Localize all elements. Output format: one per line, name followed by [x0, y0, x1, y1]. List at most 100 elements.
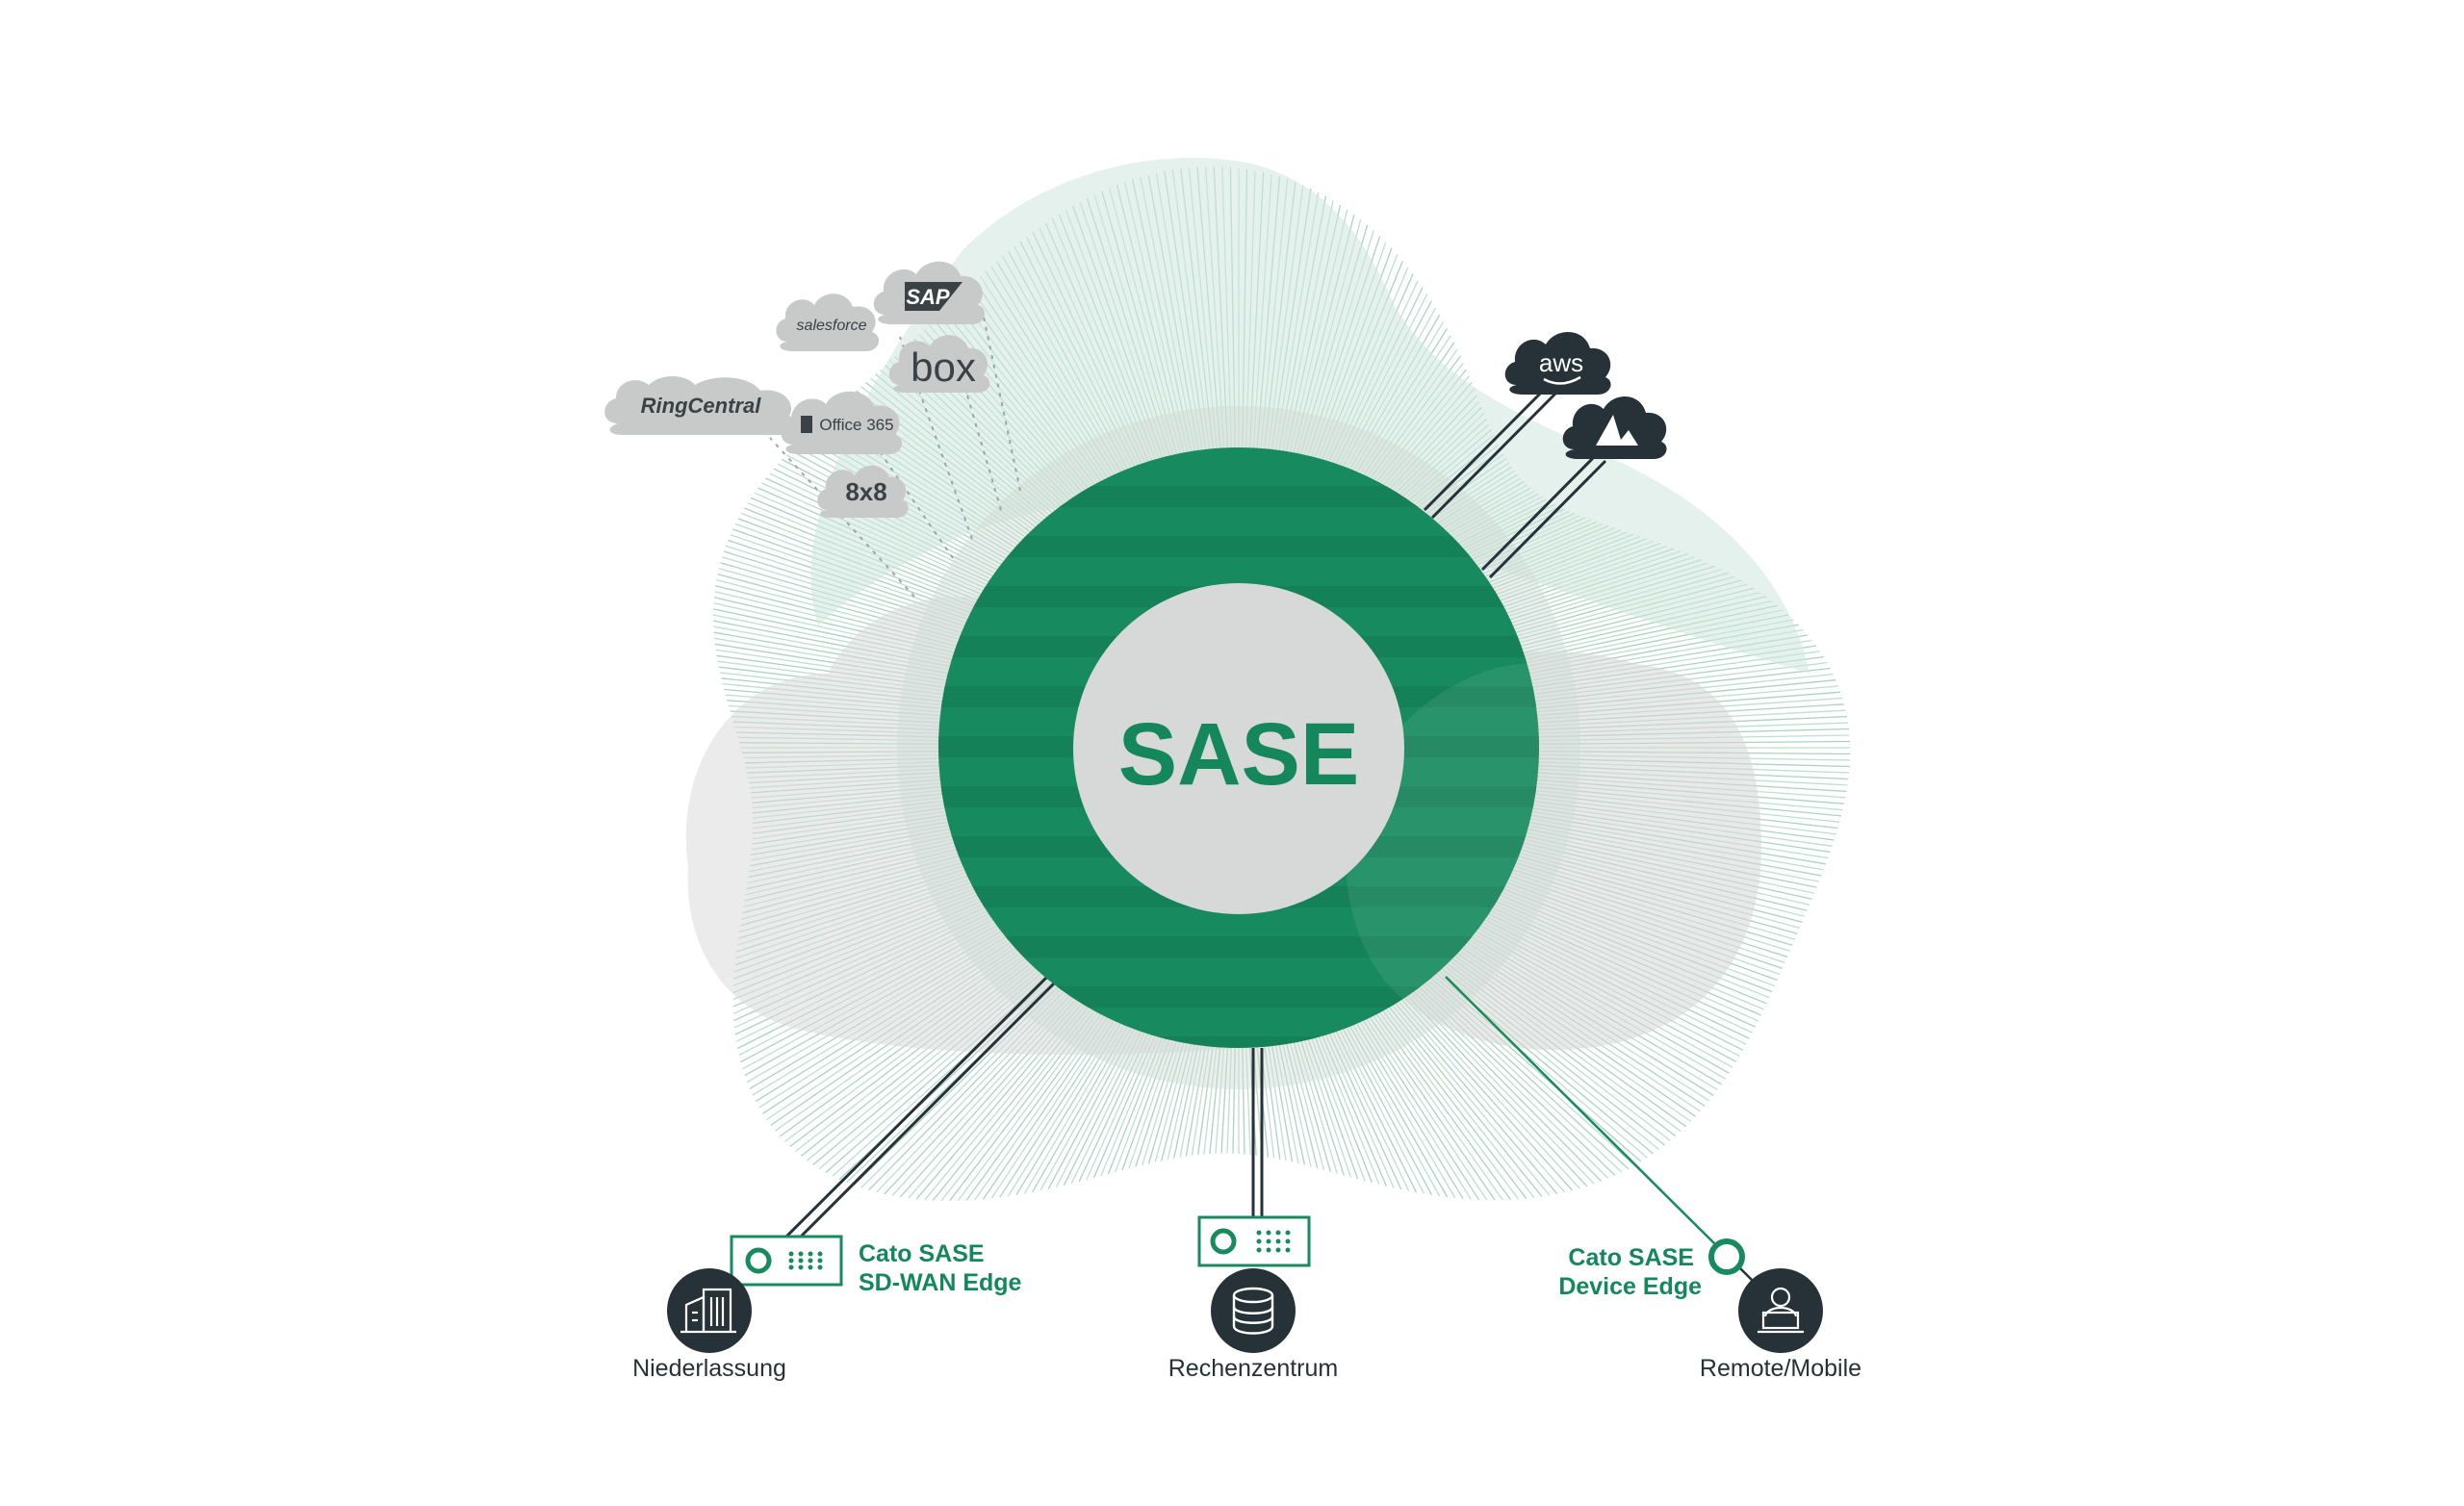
device-edge-label-line2: Device Edge [1558, 1273, 1702, 1300]
line-to-azure-b [1488, 459, 1607, 579]
burst-line [1220, 1035, 1229, 1154]
line-to-aws [1423, 380, 1553, 512]
burst-line [1245, 1035, 1251, 1155]
azure-icon [1596, 415, 1638, 446]
burst-line [1179, 1034, 1205, 1158]
burst-line [1296, 1030, 1345, 1176]
burst-line [1378, 999, 1535, 1199]
burst-line [1344, 1015, 1449, 1198]
sap-cloud: SAP [873, 261, 986, 324]
burst-line [1276, 1034, 1306, 1165]
burst-line [1232, 1035, 1237, 1154]
line-to-azure [1480, 451, 1600, 572]
burst-line [1337, 1018, 1433, 1196]
burst-line [1197, 1034, 1216, 1155]
burst-line [1323, 1023, 1402, 1190]
burst-line [1330, 1020, 1418, 1193]
burst-line [1384, 996, 1551, 1196]
remote-node [1738, 1268, 1823, 1353]
datacenter-node [1211, 1268, 1296, 1353]
burst-line [1340, 1017, 1441, 1197]
sdwan-edge-device [730, 1235, 843, 1287]
burst-line [1327, 1022, 1410, 1191]
burst-line [1147, 1031, 1188, 1164]
burst-line [1303, 1028, 1359, 1180]
burst-line [1161, 1033, 1194, 1161]
burst-line [1310, 1027, 1373, 1184]
burst-line [1154, 1032, 1192, 1162]
sase-core-circle [1073, 583, 1404, 914]
building-icon [680, 1288, 736, 1334]
burst-line [1203, 1035, 1219, 1155]
azure-cloud [1562, 396, 1667, 459]
burst-line [1396, 988, 1580, 1189]
burst-line [1372, 1003, 1520, 1200]
device-edge-label: Cato SASE Device Edge [1558, 1244, 1702, 1300]
burst-line [1142, 1031, 1185, 1165]
burst-line [1173, 1034, 1201, 1159]
sdwan-edge-label-line2: SD-WAN Edge [859, 1269, 1022, 1296]
burst-line [1283, 1033, 1319, 1169]
line-to-aws-b [1430, 388, 1561, 520]
device-edge-label-line1: Cato SASE [1568, 1244, 1694, 1271]
sphere-stripe [938, 936, 1539, 957]
burst-line [1353, 1011, 1472, 1200]
database-icon [1232, 1287, 1274, 1335]
burst-line [1359, 1008, 1488, 1201]
burst-line [1363, 1008, 1496, 1201]
burst-line [1321, 1024, 1395, 1188]
office365-icon [801, 416, 812, 433]
burst-line [1375, 1001, 1527, 1199]
burst-line [1279, 1033, 1312, 1167]
burst-line [1241, 1035, 1245, 1155]
burst-line [1349, 1013, 1464, 1200]
aws-label: aws [1539, 348, 1583, 377]
box-label: box [911, 345, 976, 390]
iaas-clouds: aws [1504, 331, 1667, 459]
burst-line [1393, 990, 1573, 1191]
burst-line [1226, 1035, 1233, 1154]
branch-node [667, 1268, 752, 1353]
line-to-device-edge [1445, 976, 1716, 1245]
connection-lines [769, 307, 1762, 1290]
remote-label: Remote/Mobile [1700, 1355, 1861, 1382]
datacenter-label: Rechenzentrum [1168, 1355, 1338, 1382]
datacenter-edge-device [1197, 1215, 1311, 1267]
burst-line [1381, 997, 1543, 1197]
aws-smile-icon [1543, 375, 1581, 385]
sphere-stripe [938, 486, 1539, 507]
burst-line [1185, 1034, 1209, 1157]
burst-line [1269, 1034, 1294, 1162]
burst-line [1356, 1010, 1480, 1201]
burst-line [1135, 1030, 1181, 1167]
sap-label: SAP [906, 285, 950, 309]
burst-line [1300, 1029, 1352, 1178]
saas-clouds: salesforce SAP box RingCentral Office 36… [604, 261, 990, 518]
ringcentral-cloud: RingCentral [604, 376, 796, 435]
person-laptop-icon [1758, 1287, 1804, 1334]
burst-line [1387, 994, 1558, 1195]
top-green-blob [810, 158, 1810, 674]
device-edge-ring [1708, 1238, 1745, 1275]
salesforce-cloud: salesforce [776, 294, 880, 351]
ringcentral-label: RingCentral [641, 394, 762, 418]
sphere-stripe [938, 986, 1539, 1008]
sphere-stripe [938, 536, 1539, 557]
burst-line [1347, 1014, 1456, 1199]
burst-line [1266, 1034, 1287, 1161]
line-to-sdwan [780, 975, 1049, 1243]
burst-line [1128, 1029, 1177, 1169]
sdwan-edge-label-line1: Cato SASE [859, 1240, 985, 1267]
burst-line [1293, 1031, 1338, 1174]
box-cloud: box [888, 335, 990, 393]
burst-line [1209, 1035, 1222, 1154]
burst-line [1167, 1033, 1198, 1160]
burst-line [1317, 1025, 1387, 1187]
burst-line [1366, 1006, 1503, 1201]
line-to-sdwan-b [787, 982, 1056, 1250]
burst-line [1334, 1019, 1425, 1194]
burst-line [1191, 1034, 1212, 1156]
burst-line [1369, 1004, 1511, 1200]
salesforce-label: salesforce [797, 318, 867, 334]
